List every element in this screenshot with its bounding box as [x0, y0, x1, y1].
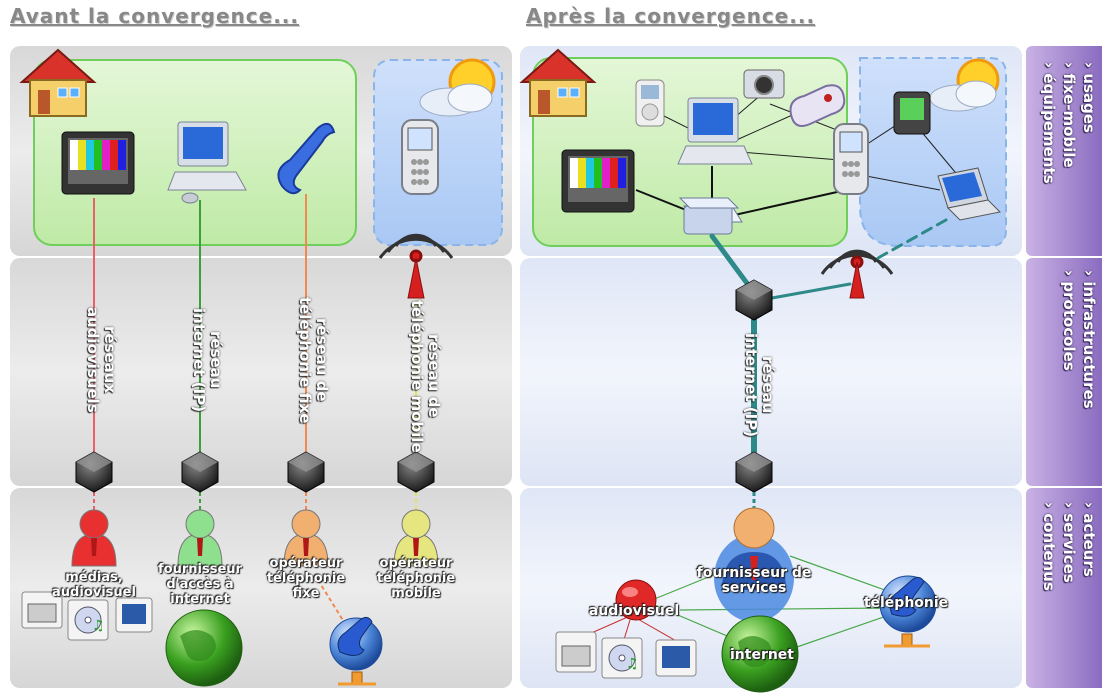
telephony-globe-icon — [879, 575, 937, 648]
actor-label-fixed-operator: opérateur téléphonie fixe — [266, 556, 346, 601]
ip-backbone-links — [709, 218, 948, 465]
svg-text:♫: ♫ — [92, 618, 105, 634]
actor-person-icon — [177, 509, 223, 567]
service-label-audiovisual: audiovisuel — [588, 603, 680, 619]
mobile-phone-icon — [833, 123, 869, 195]
network-label-internet: réseau internet (IP) — [190, 307, 225, 413]
pda-icon — [893, 91, 931, 135]
layer-actors-line1: › acteurs — [1080, 502, 1098, 577]
tv-icon — [61, 131, 135, 195]
layer-usages-line1: › usages — [1080, 62, 1098, 133]
router-cube-icon — [75, 451, 113, 493]
telephony-globe-icon — [329, 616, 383, 686]
tv-icon — [561, 149, 635, 213]
weather-sun-cloud-icon — [419, 58, 496, 117]
audiovisual-red-ball-icon — [615, 579, 657, 621]
router-cube-icon — [735, 279, 773, 321]
layer-usages-line3: › équipements — [1040, 62, 1058, 184]
computer-icon — [167, 121, 247, 204]
music-player-icon — [635, 79, 665, 127]
layer-usages: › usages › fixe-mobile › équipements — [1026, 46, 1102, 256]
actor-label-media: médias, audiovisuel — [52, 570, 136, 600]
actor-person-icon — [283, 509, 329, 567]
network-label-audiovisual: réseaux audiovisuels — [84, 307, 119, 413]
layer-actors: › acteurs › services › contenus — [1026, 488, 1102, 688]
service-provider-person-icon — [714, 507, 794, 622]
network-label-fixed-phone: réseau de téléphonie fixe — [296, 296, 331, 424]
dash-fixed-to-globe — [317, 579, 345, 623]
before-infrastructure-band — [10, 258, 512, 486]
before-title: Avant la convergence... — [10, 4, 300, 28]
router-cube-icon — [181, 451, 219, 493]
antenna-icon — [820, 249, 894, 299]
svg-text:♫: ♫ — [626, 656, 639, 672]
computer-icon — [677, 97, 753, 165]
layer-actors-line2: › services — [1060, 502, 1078, 583]
layer-infrastructure: › infrastructures › protocoles — [1026, 258, 1102, 486]
actor-label-isp: fournisseur d'accès à internet — [158, 562, 242, 607]
house-icon — [19, 48, 97, 117]
network-label-ip: réseau internet (IP) — [742, 332, 777, 438]
layer-actors-line3: › contenus — [1040, 502, 1058, 591]
home-gateway-box-icon — [678, 197, 743, 235]
service-label-internet: internet — [729, 647, 794, 663]
clapperboard-icon — [555, 631, 597, 673]
house-icon — [519, 48, 597, 117]
picture-icon — [115, 597, 153, 633]
music-cd-icon: ♫ — [67, 599, 109, 641]
clapperboard-icon — [21, 591, 63, 629]
before-actors-band — [10, 488, 512, 688]
internet-globe-icon — [721, 615, 799, 693]
telephone-handset-icon — [277, 122, 336, 195]
layer-infrastructure-line2: › protocoles — [1060, 270, 1078, 371]
mobile-phone-icon — [401, 119, 439, 195]
layer-infrastructure-line1: › infrastructures — [1080, 270, 1098, 409]
network-label-mobile-phone: réseau de téléphonie mobile — [408, 299, 443, 453]
gamepad-icon — [789, 84, 846, 127]
provider-label: fournisseur de services — [696, 565, 812, 596]
actor-person-icon — [71, 509, 117, 567]
after-infrastructure-band — [520, 258, 1022, 486]
camera-icon — [743, 69, 785, 99]
antenna-icon — [378, 233, 454, 299]
service-label-telephony: téléphonie — [863, 595, 949, 611]
weather-sun-cloud-icon — [929, 58, 1000, 112]
router-cube-icon — [287, 451, 325, 493]
actor-person-icon — [393, 509, 439, 567]
laptop-icon — [937, 167, 1002, 221]
picture-icon — [655, 639, 697, 677]
layer-usages-line2: › fixe-mobile — [1060, 62, 1078, 168]
internet-globe-icon — [165, 609, 243, 687]
music-cd-icon: ♫ — [601, 637, 643, 679]
actor-label-mobile-operator: opérateur téléphonie mobile — [376, 556, 456, 601]
router-cube-icon — [397, 451, 435, 493]
after-title: Après la convergence... — [526, 4, 816, 28]
